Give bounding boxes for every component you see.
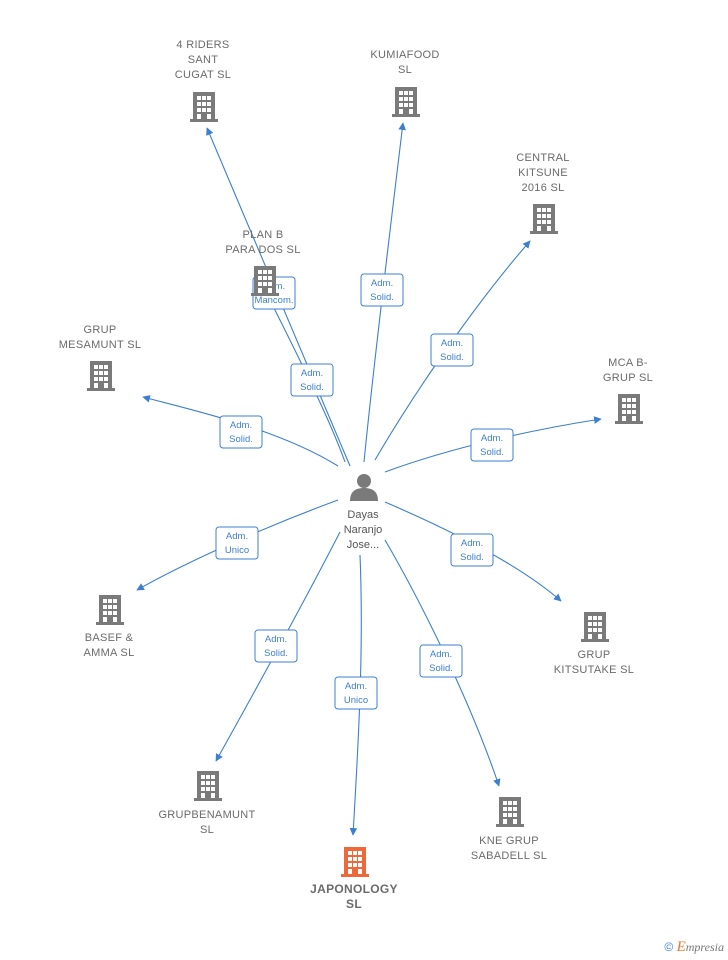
company-node-kumiafood[interactable]: KUMIAFOOD SL — [370, 49, 439, 117]
company-label-line: GRUPBENAMUNT — [158, 809, 255, 821]
relation-badge-box — [290, 363, 334, 397]
company-label-line: KUMIAFOOD — [370, 49, 439, 61]
company-label-line: CUGAT SL — [175, 69, 231, 81]
relation-label-line: Adm. — [371, 278, 393, 289]
building-icon — [392, 87, 420, 117]
company-label-line: PLAN B — [243, 229, 284, 241]
company-node-central[interactable]: CENTRAL KITSUNE 2016 SL — [516, 152, 569, 234]
company-label-line: KITSUNE — [518, 167, 568, 179]
relation-label-line: Adm. — [345, 681, 367, 692]
brand-rest: mpresia — [685, 940, 724, 954]
company-label-line: KNE GRUP — [479, 835, 539, 847]
relation-badge-kitsutake[interactable]: Adm. Solid. — [450, 533, 494, 567]
relation-label-line: Adm. — [430, 649, 452, 660]
relation-badge-benamunt[interactable]: Adm. Solid. — [254, 629, 298, 663]
person-name-line-3: Jose... — [347, 539, 379, 551]
relation-label-line: Adm. — [230, 420, 252, 431]
relation-badge-kne[interactable]: Adm. Solid. — [419, 644, 463, 678]
building-icon — [615, 394, 643, 424]
company-label-line: 4 RIDERS — [176, 39, 229, 51]
relation-badge-box — [450, 533, 494, 567]
person-name-line-1: Dayas — [347, 509, 379, 521]
relation-label-line: Solid. — [440, 352, 464, 363]
building-icon — [96, 595, 124, 625]
company-node-4riders[interactable]: 4 RIDERS SANT CUGAT SL — [175, 39, 231, 122]
relation-label-line: Solid. — [429, 663, 453, 674]
relation-label-line: Adm. — [461, 538, 483, 549]
relation-label-line: Solid. — [264, 648, 288, 659]
relation-label-line: Mancom. — [254, 295, 293, 306]
relation-badge-japonology[interactable]: Adm. Unico — [334, 676, 378, 710]
company-label-line: 2016 SL — [521, 182, 564, 194]
company-node-mcab[interactable]: MCA B- GRUP SL — [603, 357, 653, 424]
relation-badge-box — [360, 273, 404, 307]
company-label-line: JAPONOLOGY — [310, 882, 398, 896]
relation-label-line: Unico — [344, 695, 368, 706]
company-node-benamunt[interactable]: GRUPBENAMUNT SL — [158, 771, 255, 836]
company-label-line: SL — [346, 897, 362, 911]
company-label-line: SANT — [188, 54, 219, 66]
relation-label-line: Adm. — [226, 531, 248, 542]
brand-initial: E — [676, 939, 686, 955]
company-label-line: SL — [398, 64, 412, 76]
relation-badge-mcab[interactable]: Adm. Solid. — [470, 428, 514, 462]
person-name-line-2: Naranjo — [344, 524, 383, 536]
relation-label-line: Solid. — [229, 434, 253, 445]
company-label-line: GRUP — [84, 324, 117, 336]
relation-badge-basef[interactable]: Adm. Unico — [215, 526, 259, 560]
relation-badge-box — [254, 629, 298, 663]
relation-badge-box — [334, 676, 378, 710]
relation-badge-4riders[interactable]: Adm. Solid. — [290, 363, 334, 397]
person-icon — [350, 474, 378, 501]
empresia-logo: © Empresia — [664, 939, 724, 956]
company-node-kne[interactable]: KNE GRUP SABADELL SL — [471, 797, 547, 862]
relation-badge-box — [430, 333, 474, 367]
company-node-mesamunt[interactable]: GRUP MESAMUNT SL — [59, 324, 142, 391]
company-label-line: BASEF & — [85, 632, 134, 644]
building-icon — [251, 266, 279, 296]
relation-badge-box — [215, 526, 259, 560]
company-label-line: GRUP — [578, 649, 611, 661]
company-label-line: AMMA SL — [83, 647, 134, 659]
relation-label-line: Solid. — [370, 292, 394, 303]
relation-label-line: Solid. — [300, 382, 324, 393]
company-node-basef[interactable]: BASEF & AMMA SL — [83, 595, 134, 659]
relation-label-line: Unico — [225, 545, 249, 556]
copyright-icon: © — [664, 940, 674, 954]
relation-label-line: Adm. — [441, 338, 463, 349]
company-label-line: KITSUTAKE SL — [554, 664, 634, 676]
company-label-line: MESAMUNT SL — [59, 339, 142, 351]
company-label-line: GRUP SL — [603, 372, 653, 384]
relation-badge-kumiafood[interactable]: Adm. Solid. — [360, 273, 404, 307]
company-node-planb[interactable]: PLAN B PARA DOS SL — [225, 229, 300, 296]
relation-label-line: Solid. — [460, 552, 484, 563]
building-icon — [87, 361, 115, 391]
relation-badge-mesamunt[interactable]: Adm. Solid. — [219, 415, 263, 449]
company-label-line: CENTRAL — [516, 152, 569, 164]
company-label-line: PARA DOS SL — [225, 244, 300, 256]
company-node-kitsutake[interactable]: GRUP KITSUTAKE SL — [554, 612, 634, 676]
building-icon — [194, 771, 222, 801]
center-person-node[interactable]: Dayas Naranjo Jose... — [344, 474, 383, 551]
company-label-line: MCA B- — [608, 357, 648, 369]
relation-label-line: Adm. — [301, 368, 323, 379]
building-icon — [530, 204, 558, 234]
company-label-line: SABADELL SL — [471, 850, 547, 862]
relation-badge-central[interactable]: Adm. Solid. — [430, 333, 474, 367]
building-icon — [341, 847, 369, 877]
building-icon — [581, 612, 609, 642]
company-label-line: SL — [200, 824, 214, 836]
relation-label-line: Adm. — [265, 634, 287, 645]
relation-label-line: Adm. — [481, 433, 503, 444]
building-icon — [190, 92, 218, 122]
relation-badge-box — [470, 428, 514, 462]
relation-badge-box — [219, 415, 263, 449]
relation-label-line: Solid. — [480, 447, 504, 458]
building-icon — [496, 797, 524, 827]
relation-badge-box — [419, 644, 463, 678]
